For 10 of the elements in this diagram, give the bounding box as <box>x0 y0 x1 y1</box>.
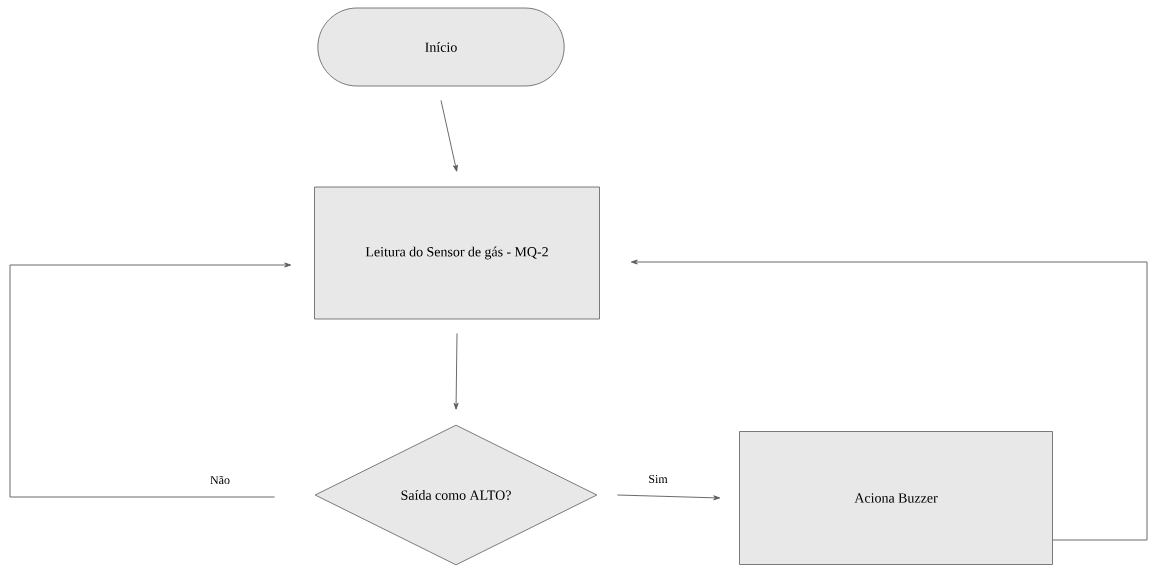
arrow <box>453 332 459 410</box>
arrow <box>630 259 1148 541</box>
arrow <box>616 494 721 501</box>
start-terminal: Início <box>317 7 565 87</box>
arrow <box>440 99 458 172</box>
edge-label: Sim <box>647 473 669 485</box>
process-box: Aciona Buzzer <box>739 431 1053 565</box>
edge-label: Não <box>209 474 231 486</box>
process-box: Leitura do Sensor de gás - MQ-2 <box>314 186 600 320</box>
arrow <box>9 262 292 498</box>
